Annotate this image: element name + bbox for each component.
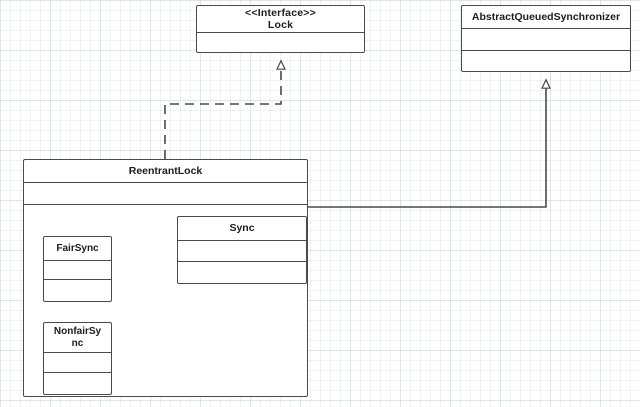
attributes-compartment <box>178 241 306 262</box>
class-box-abstract-queued-synchronizer[interactable]: AbstractQueuedSynchronizer <box>461 5 631 72</box>
methods-compartment <box>462 51 630 71</box>
compartment-divider <box>178 261 306 263</box>
attributes-compartment <box>44 353 111 372</box>
class-box-nonfair-sync[interactable]: NonfairSy nc <box>43 322 112 395</box>
methods-compartment <box>44 280 111 301</box>
class-box-sync[interactable]: Sync <box>177 216 307 284</box>
class-box-fair-sync[interactable]: FairSync <box>43 236 112 302</box>
compartment-divider <box>462 49 630 51</box>
class-title-line-2: nc <box>71 337 84 349</box>
compartment-divider <box>44 279 111 281</box>
class-title: FairSync <box>56 242 99 254</box>
class-title: AbstractQueuedSynchronizer <box>471 11 621 24</box>
compartment-divider <box>44 352 111 354</box>
methods-compartment <box>44 373 111 394</box>
compartment-divider <box>44 372 111 374</box>
class-title: ReentrantLock <box>128 164 203 177</box>
compartment-divider <box>197 32 364 33</box>
realization-reentrantlock-lock <box>164 59 286 159</box>
attributes-compartment <box>24 183 307 204</box>
stereotype-label: <<Interface>> <box>245 6 316 19</box>
class-title-line-1: NonfairSy <box>53 326 102 338</box>
compartment-divider <box>24 182 307 183</box>
class-name-lock: <<Interface>> Lock <box>197 6 364 32</box>
class-title: Lock <box>267 19 294 31</box>
class-title: NonfairSy nc <box>44 323 111 352</box>
compartment-divider <box>24 204 307 205</box>
compartment-divider <box>462 28 630 30</box>
attributes-compartment <box>197 33 364 52</box>
attributes-compartment <box>44 261 111 280</box>
class-title: Sync <box>229 222 255 235</box>
methods-compartment <box>178 262 306 283</box>
attributes-compartment <box>462 29 630 49</box>
compartment-divider <box>178 239 306 241</box>
compartment-divider <box>44 259 111 261</box>
class-box-lock[interactable]: <<Interface>> Lock <box>196 5 365 53</box>
